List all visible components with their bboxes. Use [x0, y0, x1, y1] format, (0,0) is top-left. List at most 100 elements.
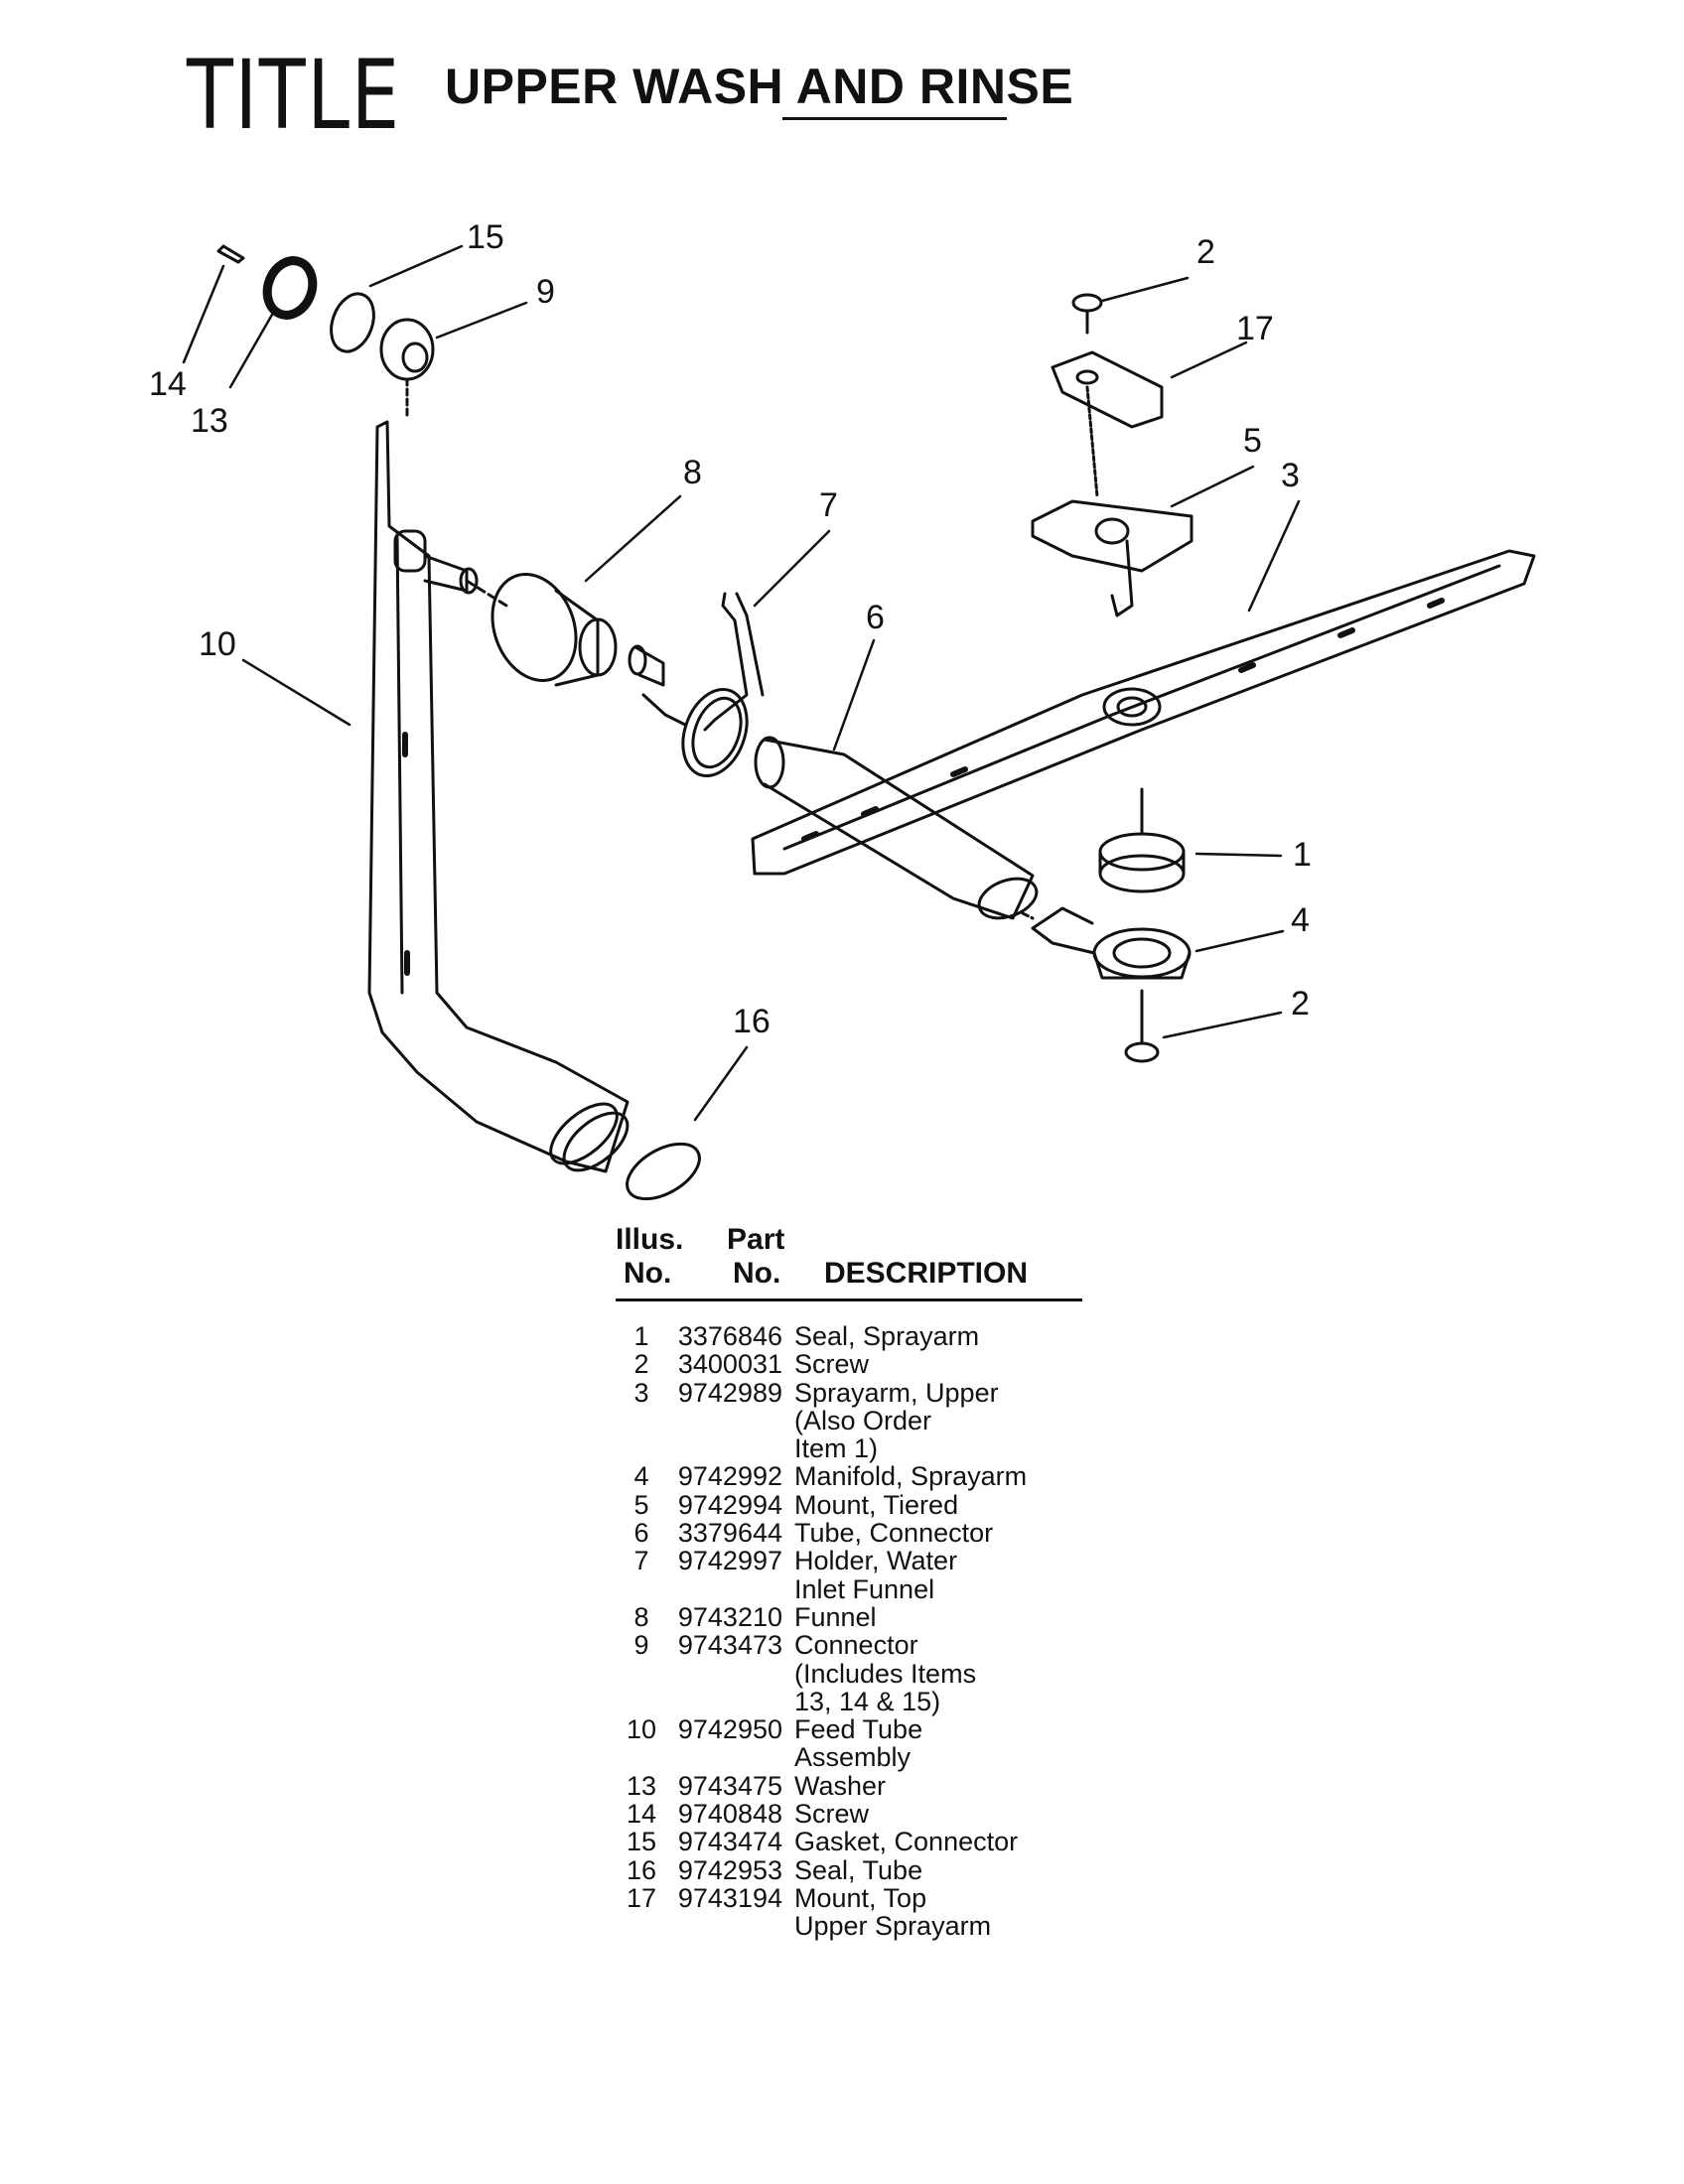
illus-no: 9	[633, 1630, 649, 1661]
description: Gasket, Connector	[794, 1827, 1172, 1857]
part-no: 9740848	[677, 1799, 782, 1830]
tiered-mount	[1031, 499, 1193, 617]
illus-no: 4	[633, 1461, 649, 1492]
callout-14: 14	[149, 365, 187, 403]
parts-table-header: Illus. No. Part No. DESCRIPTION	[616, 1223, 1082, 1295]
callout-13: 13	[191, 402, 228, 440]
part-no: 9742992	[677, 1461, 782, 1492]
part-no: 9743475	[677, 1770, 782, 1801]
top-mount	[1051, 350, 1164, 498]
description: Tube, Connector	[794, 1519, 1172, 1548]
table-row: 6 3379644 Tube, Connector	[616, 1518, 1172, 1549]
description: Screw	[794, 1350, 1172, 1379]
illus-no: 14	[626, 1799, 657, 1830]
description-line: Seal, Sprayarm	[794, 1321, 980, 1351]
screws	[1071, 293, 1160, 1063]
handwritten-title-note: TITLE	[187, 40, 401, 151]
col-part-line2: No.	[733, 1257, 781, 1290]
col-description: DESCRIPTION	[824, 1257, 1029, 1290]
illus-no: 8	[633, 1601, 649, 1632]
description-line: (Includes Items	[794, 1658, 977, 1689]
description-line: Inlet Funnel	[794, 1573, 935, 1604]
callout-5: 5	[1243, 422, 1262, 460]
illus-no: 6	[633, 1518, 649, 1549]
illus-no: 1	[633, 1321, 649, 1351]
illus-no: 17	[626, 1882, 657, 1913]
description: Funnel	[794, 1601, 1172, 1632]
funnel	[465, 573, 665, 687]
description-line: Gasket, Connector	[794, 1827, 1019, 1857]
description-line: Seal, Tube	[794, 1854, 923, 1885]
page-title: UPPER WASH AND RINSE	[445, 59, 1074, 114]
callout-7: 7	[819, 486, 838, 524]
callout-16: 16	[733, 1003, 771, 1040]
part-no: 9743194	[677, 1882, 782, 1913]
table-row: 4 9742992 Manifold, Sprayarm	[616, 1461, 1172, 1492]
callout-2-top: 2	[1196, 233, 1215, 271]
description: Screw	[794, 1799, 1172, 1830]
part-no: 9742997	[677, 1546, 782, 1576]
description: Manifold, Sprayarm	[794, 1461, 1172, 1492]
callout-2-bottom: 2	[1291, 985, 1310, 1023]
part-no: 9743474	[677, 1827, 782, 1857]
table-row: 14 9740848 Screw	[616, 1799, 1172, 1830]
illus-no: 3	[633, 1377, 649, 1408]
callout-15: 15	[467, 218, 504, 256]
upper-sprayarm	[751, 549, 1536, 876]
part-no: 3376846	[677, 1321, 782, 1351]
description-line: Upper Sprayarm	[794, 1911, 992, 1942]
description: Seal, Tube	[794, 1854, 1172, 1885]
description: Mount, Tiered	[794, 1489, 1172, 1520]
description-line: (Also Order	[794, 1405, 932, 1435]
part-no: 9742950	[677, 1714, 782, 1745]
illus-no: 13	[626, 1770, 657, 1801]
sprayarm-manifold	[1031, 906, 1192, 980]
callout-leaders	[182, 244, 1301, 1122]
connector-stack	[216, 244, 435, 419]
description-line: Feed Tube	[794, 1714, 923, 1745]
description-line: Mount, Top	[794, 1882, 927, 1913]
description-line: Funnel	[794, 1601, 877, 1632]
part-no: 9742989	[677, 1377, 782, 1408]
callout-3: 3	[1281, 457, 1300, 494]
callout-1: 1	[1293, 836, 1312, 874]
tube-seal	[626, 1142, 701, 1201]
description-line: Screw	[794, 1799, 870, 1830]
description: Seal, Sprayarm	[794, 1321, 1172, 1351]
illus-no: 5	[633, 1489, 649, 1520]
part-no: 9743210	[677, 1601, 782, 1632]
callout-8: 8	[683, 454, 702, 491]
description-line: Washer	[794, 1770, 887, 1801]
description-line: Holder, Water	[794, 1546, 958, 1576]
illus-no: 2	[633, 1349, 649, 1380]
part-no: 3379644	[677, 1518, 782, 1549]
description-line: Assembly	[794, 1742, 912, 1773]
table-row: 8 9743210 Funnel	[616, 1601, 1172, 1632]
feed-tube-assembly	[367, 420, 630, 1173]
description-line: Sprayarm, Upper	[794, 1377, 999, 1408]
description-line: Mount, Tiered	[794, 1489, 959, 1520]
description-line: 13, 14 & 15)	[794, 1686, 941, 1716]
part-no: 9742953	[677, 1854, 782, 1885]
parts-table: Illus. No. Part No. DESCRIPTION 1 3376846…	[616, 1223, 1082, 1941]
description-line: Manifold, Sprayarm	[794, 1461, 1028, 1492]
callout-9: 9	[536, 273, 555, 311]
water-inlet-funnel-holder	[641, 592, 765, 778]
description-line: Connector	[794, 1630, 918, 1661]
connector-tube	[754, 736, 1039, 920]
part-no: 3400031	[677, 1349, 782, 1380]
illus-no: 7	[633, 1546, 649, 1576]
table-row: 2 3400031 Screw	[616, 1349, 1172, 1380]
col-illus-line1: Illus.	[616, 1223, 684, 1256]
